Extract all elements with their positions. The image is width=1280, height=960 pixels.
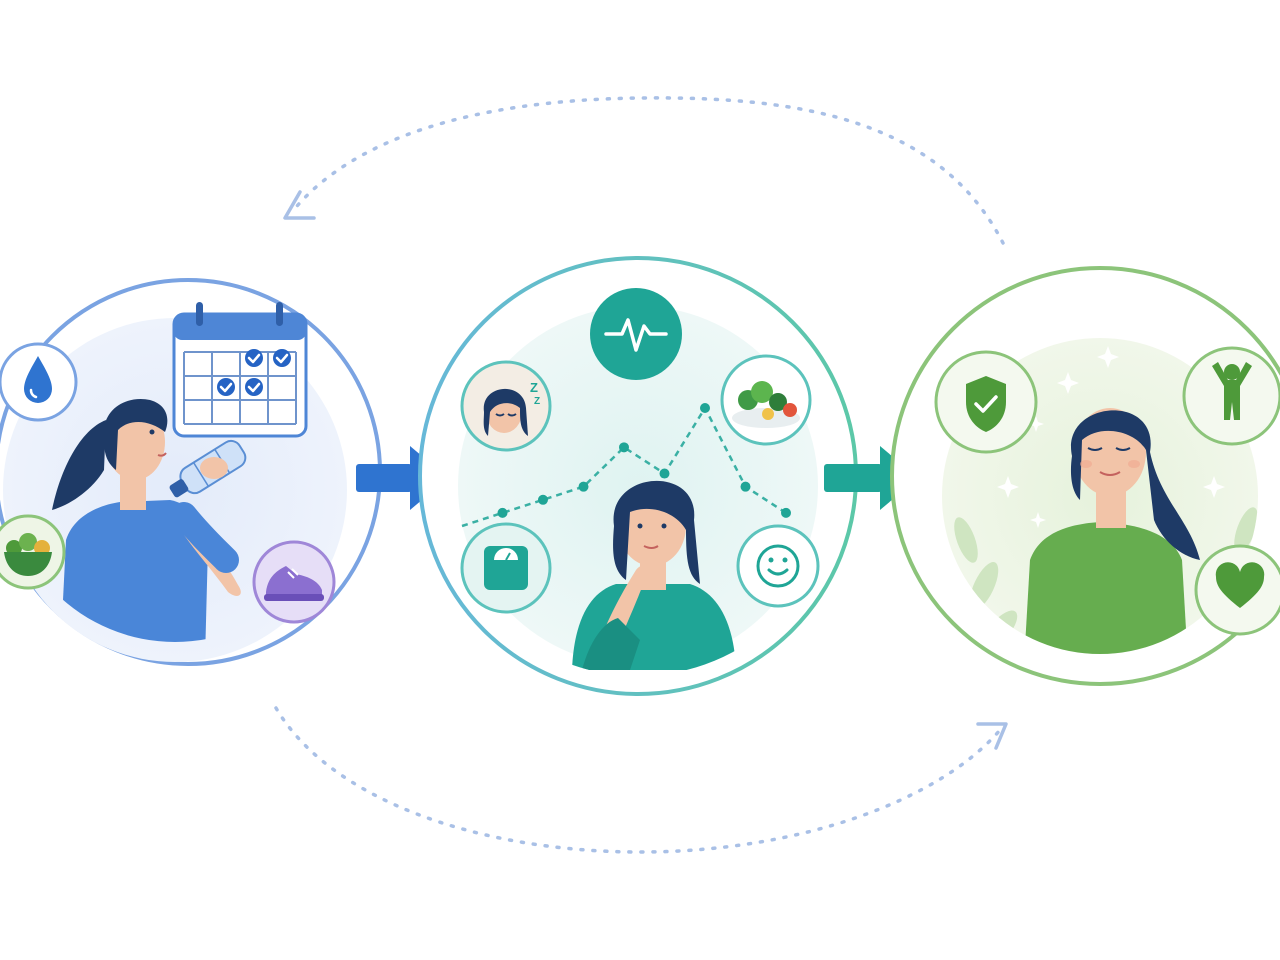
- cycle-arrow-top: [283, 96, 1005, 245]
- trend-chart: [461, 403, 791, 528]
- cycle-arrow-bottom: [274, 706, 1008, 854]
- person-celebrating-icon: [1182, 346, 1280, 446]
- stage-wellbeing: [890, 266, 1280, 686]
- svg-text:Z: Z: [530, 380, 538, 395]
- water-drop-icon: [0, 342, 78, 422]
- salad-bowl-icon: [0, 514, 66, 590]
- salad-plate-icon: [720, 354, 812, 446]
- woman-thinking: [572, 480, 736, 670]
- trend-point: [659, 468, 670, 479]
- trend-line: [461, 405, 787, 528]
- svg-text:Z: Z: [534, 396, 540, 407]
- smile-icon: [736, 524, 820, 608]
- heartbeat-icon: [590, 288, 682, 380]
- heart-icon: [1194, 544, 1280, 636]
- trend-point: [781, 507, 791, 518]
- sleep-icon: Z Z: [460, 360, 552, 452]
- trend-point: [538, 494, 548, 505]
- sparkle-icon: [997, 346, 1225, 528]
- scale-icon: [460, 522, 552, 614]
- woman-relaxed: [1024, 408, 1200, 654]
- stage-tracking: Z Z: [418, 256, 858, 696]
- cycle-arrowhead-left-icon: [283, 190, 316, 220]
- cycle-arrowhead-right-icon: [976, 722, 1008, 750]
- shield-check-icon: [934, 350, 1038, 454]
- trend-point: [497, 507, 508, 518]
- sneaker-icon: [252, 540, 336, 624]
- stage-habits: [0, 278, 382, 666]
- trend-point: [619, 442, 629, 453]
- trend-point: [740, 481, 751, 492]
- trend-point: [578, 481, 589, 492]
- woman-drinking-water: [52, 398, 247, 642]
- trend-point: [700, 403, 710, 413]
- calendar-icon: [172, 302, 308, 438]
